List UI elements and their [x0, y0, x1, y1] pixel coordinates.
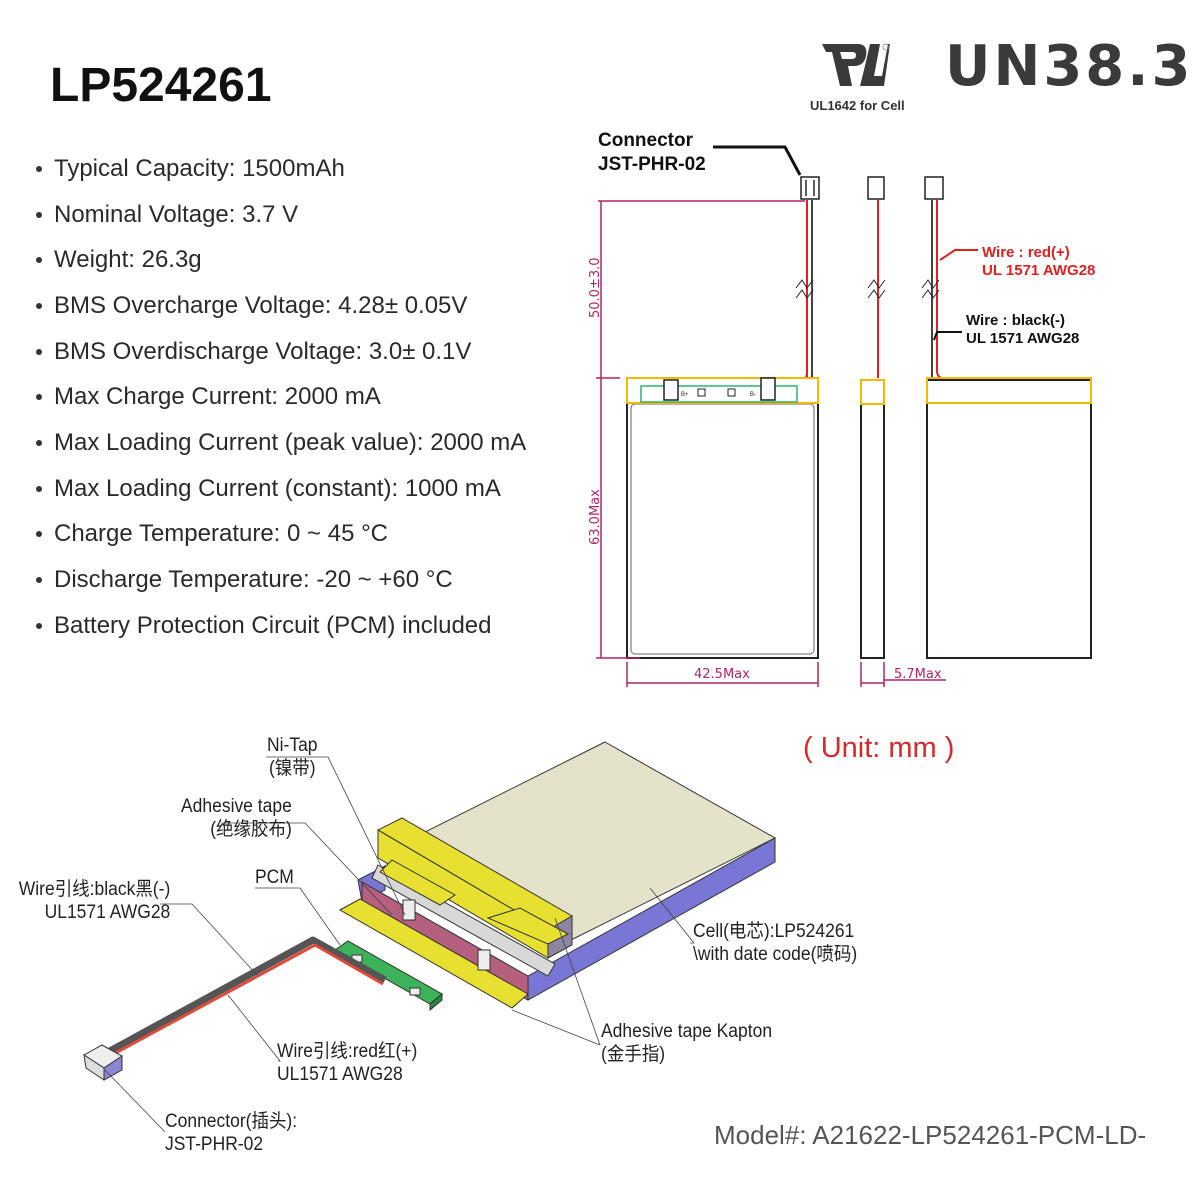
- black-wire-leader: [933, 331, 962, 341]
- wire-harness: [106, 936, 387, 1058]
- leader-lines: [104, 756, 695, 1133]
- connector-leader: [713, 145, 802, 176]
- dim-thickness: 5.7Max: [894, 667, 942, 682]
- spec-item: Nominal Voltage: 3.7 V: [36, 192, 526, 238]
- spec-text: Max Loading Current (constant): 1000 mA: [54, 474, 501, 502]
- spec-text: Discharge Temperature: -20 ~ +60 °C: [54, 566, 453, 594]
- model-number: Model#: A21622-LP524261-PCM-LD-: [714, 1120, 1147, 1150]
- connector-icon: [800, 176, 944, 200]
- bullet-icon: [36, 577, 42, 584]
- spec-item: Max Loading Current (constant): 1000 mA: [36, 466, 526, 512]
- bullet-icon: [36, 622, 42, 629]
- spec-text: Charge Temperature: 0 ~ 45 °C: [54, 520, 389, 548]
- battery-front-view: [626, 377, 819, 659]
- red-wire-iso-label: Wire引线:red红(+) UL1571 AWG28: [277, 1040, 417, 1086]
- spec-text: Battery Protection Circuit (PCM) include…: [54, 611, 492, 639]
- connector-label-line: Connector: [598, 130, 693, 151]
- red-wire-label-line: Wire : red(+): [982, 244, 1070, 261]
- ul-recognized-logo: [822, 43, 890, 86]
- technical-drawing: B+ B- 50.0±3.0 63.0Max 42.5Max 5.7Max: [588, 145, 1092, 687]
- cell-label: Cell(电芯):LP524261 \with date code(喷码): [693, 920, 857, 966]
- bullet-icon: [36, 485, 42, 492]
- spec-text: Nominal Voltage: 3.7 V: [54, 200, 299, 228]
- label-line: (镍带): [268, 758, 316, 779]
- isometric-diagram: [83, 741, 777, 1133]
- label-line: Connector(插头):: [165, 1111, 298, 1132]
- connector-label: Connector JST-PHR-02: [598, 129, 706, 177]
- battery-cell: [338, 741, 777, 1009]
- spec-item: Max Charge Current: 2000 mA: [36, 374, 526, 420]
- bullet-icon: [36, 348, 42, 355]
- black-wire-iso-label: Wire引线:black黑(-) UL1571 AWG28: [17, 878, 170, 924]
- connector-iso-label: Connector(插头): JST-PHR-02: [165, 1110, 297, 1156]
- red-wire-leader: [939, 249, 978, 261]
- spec-item: Max Loading Current (peak value): 2000 m…: [36, 420, 526, 466]
- spec-text: Weight: 26.3g: [54, 246, 202, 274]
- label-line: UL1571 AWG28: [44, 902, 171, 923]
- spec-item: BMS Overcharge Voltage: 4.28± 0.05V: [36, 283, 526, 329]
- black-wire-label-line: Wire : black(-): [966, 312, 1066, 329]
- bullet-icon: [36, 165, 42, 172]
- spec-text: Typical Capacity: 1500mAh: [54, 154, 345, 182]
- label-line: \with date code(喷码): [693, 944, 858, 965]
- pcb-b-minus-label: B-: [750, 392, 756, 398]
- spec-text: BMS Overdischarge Voltage: 3.0± 0.1V: [54, 337, 472, 365]
- black-wire-label: Wire : black(-) UL 1571 AWG28: [966, 312, 1079, 348]
- un38-logo: UN38.3: [945, 34, 1194, 99]
- spec-item: Battery Protection Circuit (PCM) include…: [36, 603, 526, 649]
- bullet-icon: [36, 394, 42, 401]
- label-line: Adhesive tape: [181, 796, 292, 817]
- black-wire-label-line: UL 1571 AWG28: [966, 330, 1080, 347]
- product-title: LP524261: [50, 59, 272, 112]
- kapton-label: Adhesive tape Kapton (金手指): [601, 1020, 772, 1066]
- pcm-label: PCM: [255, 867, 294, 888]
- label-line: JST-PHR-02: [165, 1134, 264, 1155]
- label-line: (金手指): [601, 1044, 666, 1065]
- bullet-icon: [36, 531, 42, 538]
- label-line: UL1571 AWG28: [277, 1064, 403, 1085]
- label-line: Adhesive tape Kapton: [601, 1021, 773, 1042]
- label-line: Wire引线:black黑(-): [18, 879, 171, 900]
- connector-label-line: JST-PHR-02: [598, 154, 706, 175]
- ni-tap-label: Ni-Tap (镍带): [267, 734, 318, 780]
- spec-item: Typical Capacity: 1500mAh: [36, 146, 526, 192]
- label-line: Wire引线:red红(+): [277, 1041, 418, 1062]
- battery-back-view: [926, 377, 1092, 659]
- red-wire-label-line: UL 1571 AWG28: [982, 262, 1096, 279]
- label-line: Cell(电芯):LP524261: [693, 921, 855, 942]
- spec-text: Max Charge Current: 2000 mA: [54, 383, 381, 411]
- bullet-icon: [36, 211, 42, 218]
- wires: [702, 200, 1016, 394]
- bullet-icon: [36, 257, 42, 264]
- spec-text: Max Loading Current (peak value): 2000 m…: [54, 428, 527, 456]
- spec-text: BMS Overcharge Voltage: 4.28± 0.05V: [54, 291, 468, 319]
- adhesive-tape-label: Adhesive tape (绝缘胶布): [181, 795, 292, 841]
- bullet-icon: [36, 302, 42, 309]
- dim-wire-length: 50.0±3.0: [588, 257, 603, 318]
- bullet-icon: [36, 439, 42, 446]
- spec-list: Typical Capacity: 1500mAh Nominal Voltag…: [36, 146, 526, 649]
- unit-note: ( Unit: mm ): [803, 732, 955, 764]
- dimension-lines: [596, 200, 946, 687]
- label-line: (绝缘胶布): [210, 819, 292, 840]
- pcb-b-plus-label: B+: [681, 392, 689, 398]
- dim-height: 63.0Max: [588, 489, 603, 545]
- ul-caption: UL1642 for Cell: [810, 98, 905, 113]
- spec-item: Charge Temperature: 0 ~ 45 °C: [36, 512, 526, 558]
- spec-item: BMS Overdischarge Voltage: 3.0± 0.1V: [36, 329, 526, 375]
- red-wire-label: Wire : red(+) UL 1571 AWG28: [982, 244, 1095, 280]
- spec-item: Discharge Temperature: -20 ~ +60 °C: [36, 557, 526, 603]
- label-line: Ni-Tap: [267, 735, 318, 756]
- dim-width: 42.5Max: [694, 667, 750, 682]
- spec-item: Weight: 26.3g: [36, 237, 526, 283]
- battery-side-view: [860, 379, 885, 659]
